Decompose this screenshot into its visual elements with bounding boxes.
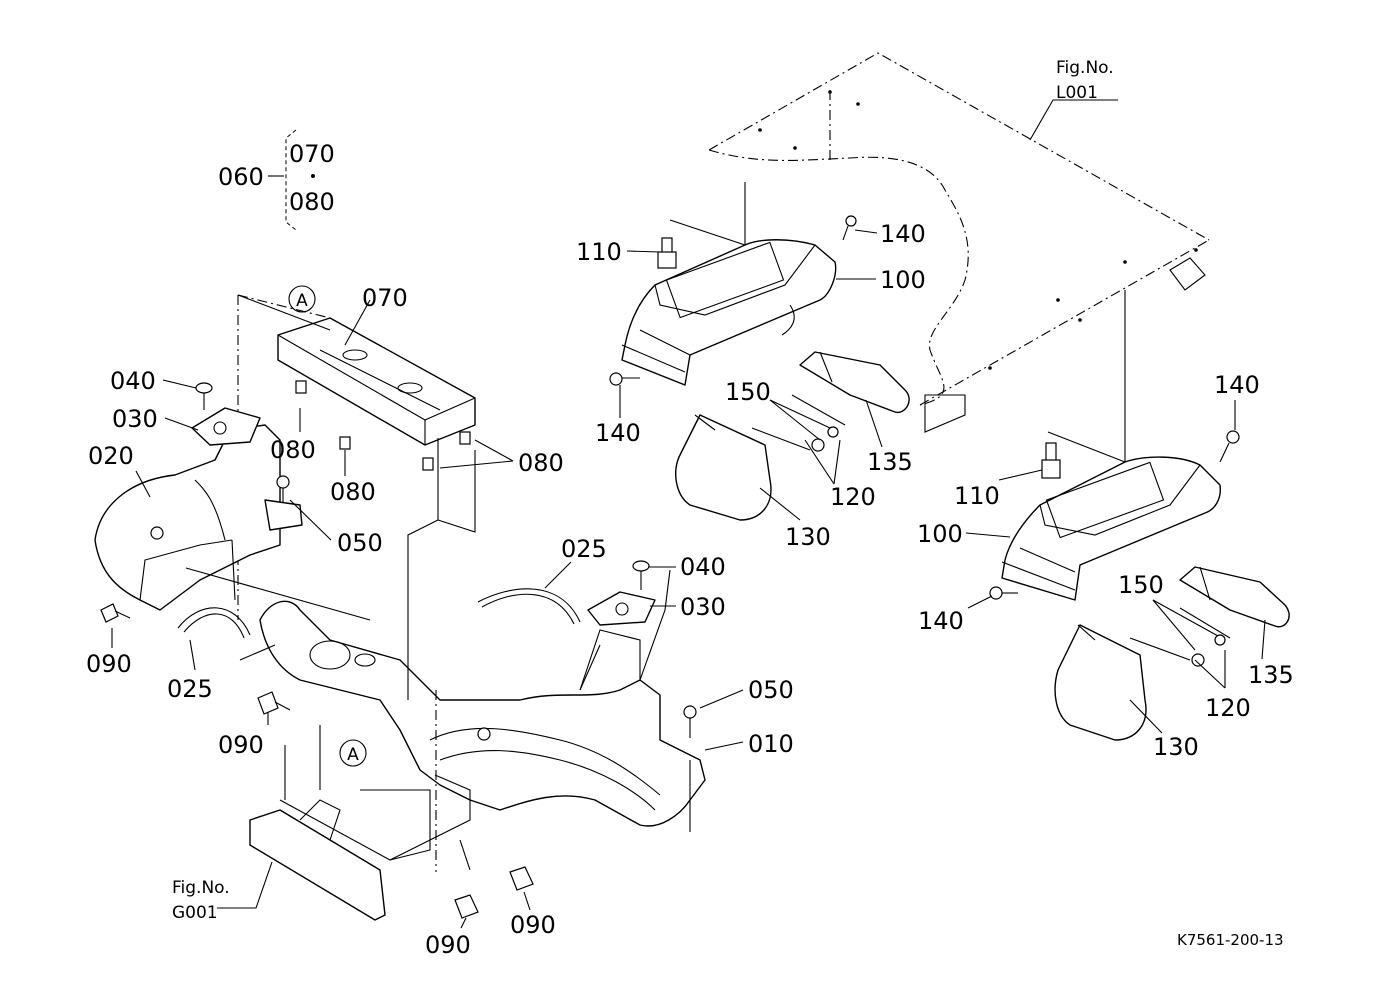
fig-no-label-top: Fig.No. bbox=[1056, 58, 1114, 78]
label-100-right: 100 bbox=[917, 520, 963, 548]
part-labels: 060 070 080 070 040 030 020 080 080 080 … bbox=[86, 140, 1294, 959]
label-030-left: 030 bbox=[112, 405, 158, 433]
label-060: 060 bbox=[218, 163, 264, 191]
fig-code-l001: L001 bbox=[1056, 83, 1098, 103]
screw-140-b bbox=[609, 372, 640, 386]
label-130-right: 130 bbox=[1153, 733, 1199, 761]
label-140-c: 140 bbox=[918, 607, 964, 635]
label-120-right: 120 bbox=[1205, 694, 1251, 722]
label-leaders bbox=[111, 229, 1266, 929]
label-120-left: 120 bbox=[830, 483, 876, 511]
label-040-left: 040 bbox=[110, 367, 156, 395]
label-100-left: 100 bbox=[880, 266, 926, 294]
guide-lines bbox=[185, 294, 691, 832]
label-080-group: 080 bbox=[289, 188, 335, 216]
label-080-a: 080 bbox=[270, 436, 316, 464]
label-025-left: 025 bbox=[167, 675, 213, 703]
pin-040-left bbox=[195, 382, 213, 410]
fig-no-label-bottom: Fig.No. bbox=[172, 878, 230, 898]
label-110-right: 110 bbox=[954, 482, 1000, 510]
nut-150-right bbox=[1214, 634, 1226, 646]
label-090-d: 090 bbox=[510, 911, 556, 939]
label-025-right: 025 bbox=[561, 535, 607, 563]
nut-120-left bbox=[811, 438, 825, 452]
label-135-left: 135 bbox=[867, 448, 913, 476]
pin-040-right bbox=[632, 560, 650, 590]
fig-reference-g001: Fig.No. G001 bbox=[172, 878, 230, 923]
label-080-b: 080 bbox=[330, 478, 376, 506]
floor-deck-outline bbox=[708, 52, 1210, 433]
bracket-030-left bbox=[191, 407, 261, 446]
marker-a-label-bottom: A bbox=[347, 745, 359, 765]
label-010: 010 bbox=[748, 730, 794, 758]
marker-a-label-top: A bbox=[296, 291, 308, 311]
label-110-left: 110 bbox=[576, 238, 622, 266]
label-140-a: 140 bbox=[880, 220, 926, 248]
label-070: 070 bbox=[362, 284, 408, 312]
screw-110-right bbox=[1041, 442, 1061, 479]
bolt-050-left bbox=[264, 475, 303, 531]
frame-010 bbox=[239, 600, 706, 827]
bolt-090-a bbox=[100, 603, 131, 623]
view-marker-a-top: A bbox=[288, 285, 316, 313]
screw-140-a bbox=[842, 215, 857, 241]
screw-110-left bbox=[657, 237, 677, 269]
nut-120-right bbox=[1191, 653, 1205, 667]
seal-025-left bbox=[177, 607, 251, 639]
drawing-code: K7561-200-13 bbox=[1177, 931, 1284, 949]
seal-025-right bbox=[477, 588, 581, 625]
fig-reference-l001: Fig.No. L001 bbox=[1029, 58, 1118, 141]
fender-assembly-upper bbox=[609, 90, 910, 521]
label-030-right: 030 bbox=[680, 593, 726, 621]
label-020: 020 bbox=[88, 442, 134, 470]
view-marker-a-bottom: A bbox=[339, 739, 367, 767]
label-140-d: 140 bbox=[1214, 371, 1260, 399]
label-090-a: 090 bbox=[86, 650, 132, 678]
label-050-right: 050 bbox=[748, 676, 794, 704]
nut-150-left bbox=[827, 426, 839, 438]
fender-assembly-right bbox=[989, 290, 1290, 741]
label-090-b: 090 bbox=[218, 731, 264, 759]
bolts-090-lower bbox=[257, 691, 534, 919]
label-090-c: 090 bbox=[425, 931, 471, 959]
label-070-group: 070 bbox=[289, 140, 335, 168]
bolt-050-right bbox=[683, 705, 697, 738]
label-040-right: 040 bbox=[680, 553, 726, 581]
label-135-right: 135 bbox=[1248, 661, 1294, 689]
clips-080 bbox=[295, 380, 471, 471]
label-080-c: 080 bbox=[518, 449, 564, 477]
fig-code-g001: G001 bbox=[172, 903, 218, 923]
screw-140-c bbox=[989, 586, 1018, 600]
bracket-030-right bbox=[587, 591, 656, 626]
label-150-right: 150 bbox=[1118, 571, 1164, 599]
label-050-left: 050 bbox=[337, 529, 383, 557]
side-cover-020 bbox=[94, 424, 281, 611]
label-140-b: 140 bbox=[595, 419, 641, 447]
screw-140-d bbox=[1219, 430, 1240, 463]
group-060-bracket bbox=[268, 129, 315, 231]
label-130-left: 130 bbox=[785, 523, 831, 551]
chassis-g001 bbox=[249, 690, 471, 921]
label-150-left: 150 bbox=[725, 378, 771, 406]
